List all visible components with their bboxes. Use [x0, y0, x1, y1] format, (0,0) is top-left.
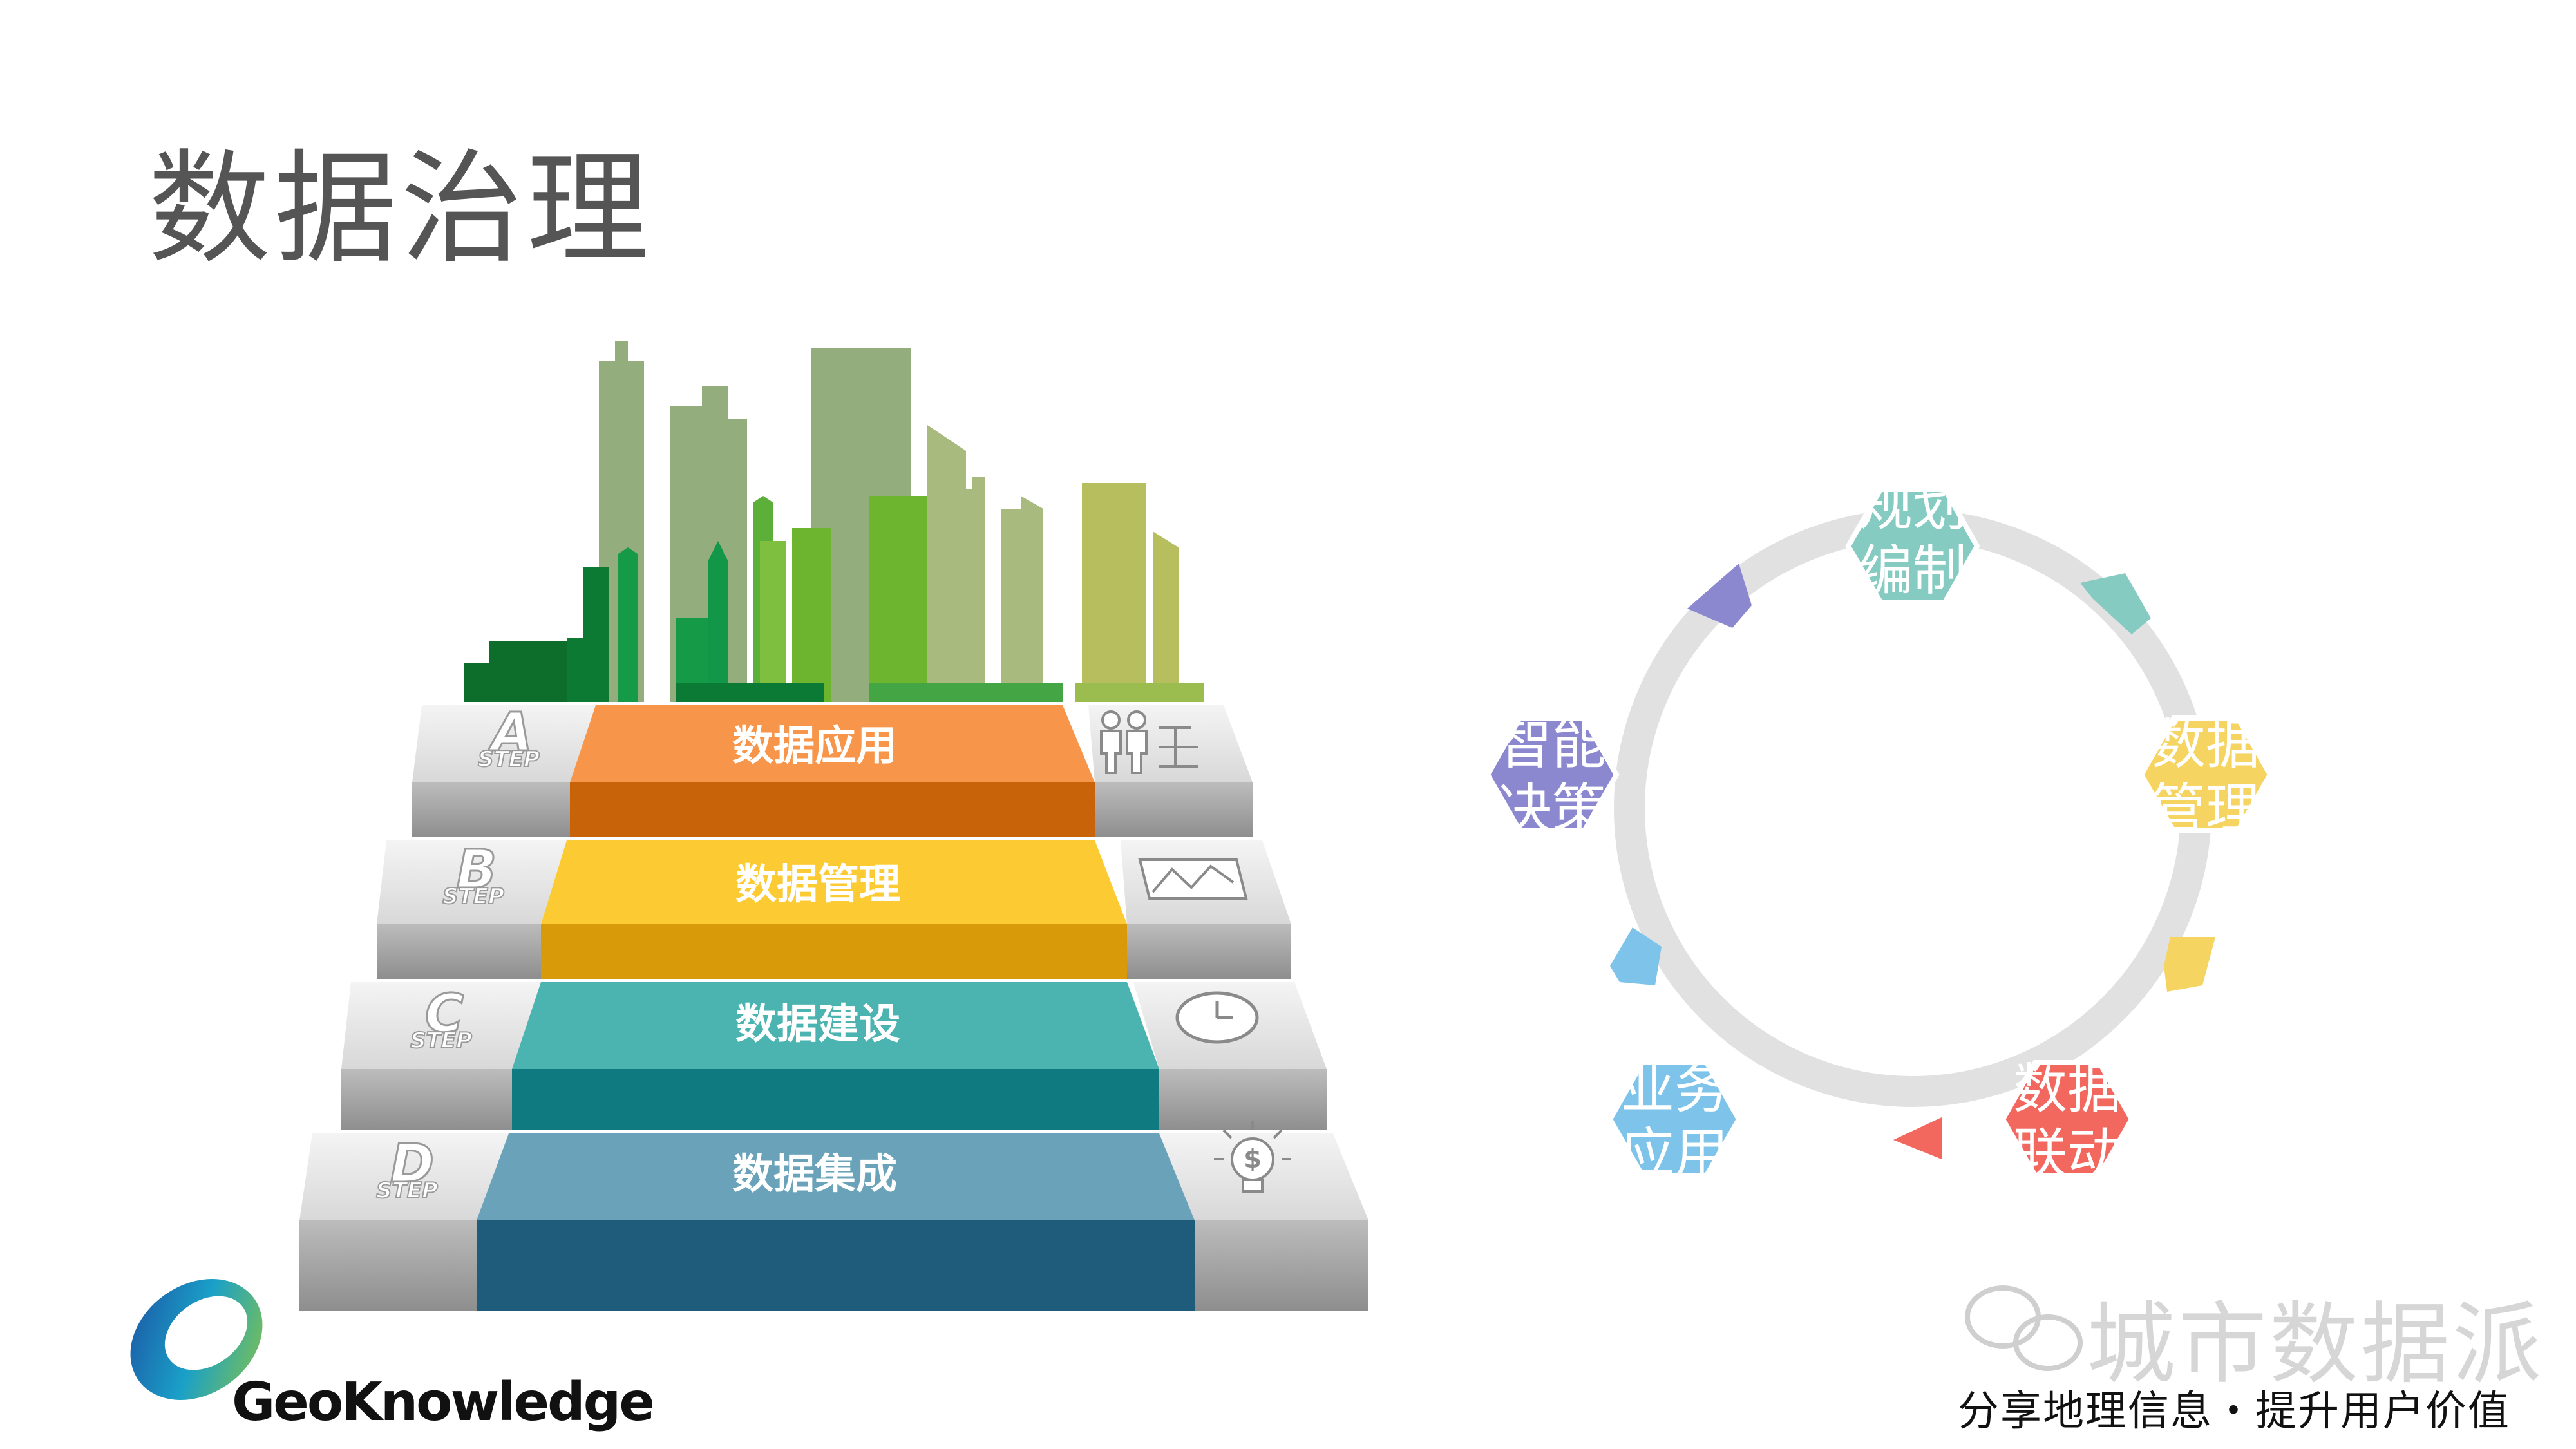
step-c-letter: C: [425, 983, 464, 1045]
step-d-label: 数据集成: [732, 1151, 897, 1198]
step-c-label: 数据建设: [735, 1001, 900, 1048]
step-b-letter: B: [457, 839, 497, 900]
hex-data-management-line2: 管理: [2152, 777, 2260, 840]
arrow-to-planning: [1687, 564, 1752, 628]
geoknowledge-logo-mark: [130, 1279, 263, 1400]
city-skyline: [464, 341, 1204, 702]
step-a: [412, 705, 1253, 837]
people-flow-icon: [1100, 710, 1198, 774]
step-d: [299, 1133, 1368, 1311]
brand-logo-name: GeoKnowledge: [232, 1372, 655, 1433]
clock-icon: [1175, 991, 1259, 1044]
hex-data-linkage-line2: 联动: [2013, 1122, 2121, 1185]
step-c: [341, 982, 1327, 1130]
hex-data-management: [2138, 715, 2273, 833]
hex-data-management-line1: 数据: [2152, 713, 2260, 776]
lightbulb-dollar-icon: $: [1214, 1121, 1291, 1193]
arrow-to-business-application: [1893, 1117, 1942, 1159]
step-b-label: 数据管理: [735, 861, 900, 909]
arrow-to-data-linkage: [2164, 937, 2215, 992]
step-d-letter: D: [390, 1133, 434, 1195]
hex-business-application-line2: 应用: [1620, 1122, 1728, 1185]
step-a-word: STEP: [478, 746, 540, 772]
arrow-to-smart-decision: [1610, 927, 1662, 985]
step-d-word: STEP: [376, 1178, 438, 1204]
hex-smart-decision-line1: 智能: [1498, 713, 1606, 776]
hex-data-linkage: [2000, 1060, 2135, 1178]
arrow-to-data-management: [2080, 573, 2151, 634]
chart-board-icon: [1138, 858, 1248, 900]
step-a-label: 数据应用: [732, 723, 897, 770]
slogan: 分享地理信息・提升用户价值: [1958, 1388, 2510, 1435]
hex-business-application-line1: 业务: [1620, 1057, 1728, 1121]
hex-planning-line2: 编制: [1859, 539, 1967, 602]
wechat-account-name: 城市数据派: [2087, 1293, 2544, 1396]
hex-business-application: [1607, 1060, 1742, 1178]
step-c-word: STEP: [410, 1028, 472, 1054]
svg-text:$: $: [1244, 1144, 1262, 1174]
hex-data-linkage-line1: 数据: [2013, 1057, 2121, 1121]
hex-planning: [1845, 487, 1980, 605]
slide-title: 数据治理: [148, 138, 654, 280]
step-b: [377, 840, 1291, 979]
hex-planning-line1: 规划: [1859, 475, 1967, 538]
cycle-diagram: [1484, 487, 2273, 1178]
hex-smart-decision-line2: 决策: [1498, 777, 1606, 840]
wechat-icon: [1965, 1285, 2083, 1371]
step-b-word: STEP: [442, 884, 504, 909]
hex-smart-decision: [1484, 715, 1620, 833]
step-a-letter: A: [488, 702, 532, 763]
